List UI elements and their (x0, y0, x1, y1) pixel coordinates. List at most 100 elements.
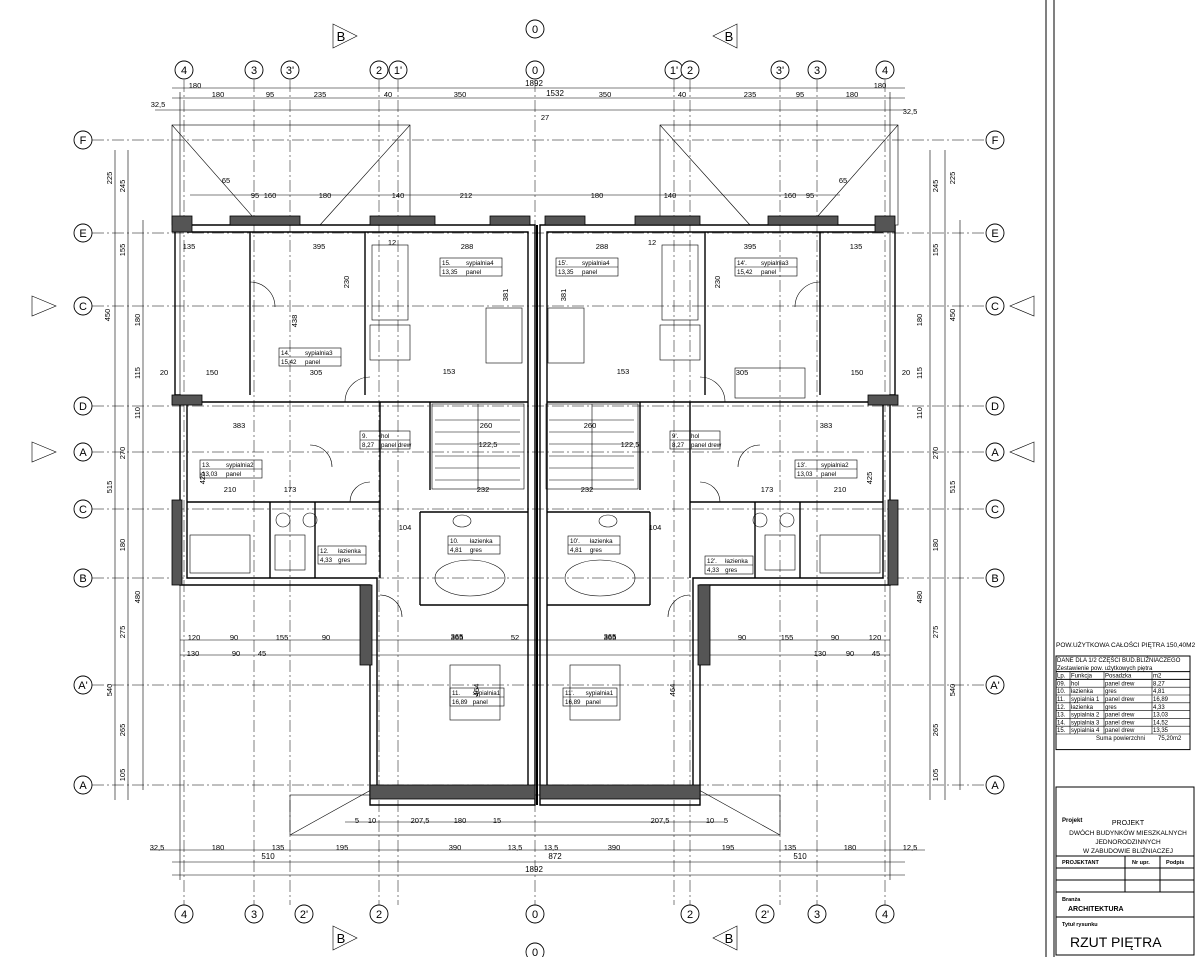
schedule-cell: 15. (1057, 728, 1066, 734)
room-name: hol (691, 433, 699, 440)
dim-label: 180 (212, 90, 225, 99)
room-name: sypialnia4 (582, 260, 610, 267)
dim-label: 15 (493, 816, 501, 825)
axis-bubble: 3' (770, 60, 790, 80)
project-line: DWÓCH BUDYNKÓW MIESZKALNYCH (1069, 828, 1187, 837)
axis-bubble: 3' (280, 60, 300, 80)
axis-bubble: A (73, 442, 93, 462)
dim-label: 40 (384, 90, 392, 99)
section-label: B (337, 931, 346, 946)
schedule-cell: 13,03 (1153, 713, 1169, 719)
axis-bubble: C (73, 499, 93, 519)
dim-label: 27 (541, 113, 549, 122)
dim-label: 515 (105, 481, 114, 494)
schedule-cell: panel drew (1105, 720, 1135, 726)
dim-bottom-left: 510 (261, 852, 275, 861)
section-marker: B (332, 925, 358, 951)
dim-label: 155 (931, 244, 940, 257)
dim-label: 173 (284, 485, 297, 494)
dim-label: 135 (784, 843, 797, 852)
room-floor: panel (305, 359, 320, 366)
axis-label: A (991, 780, 999, 792)
dim-label: 12 (388, 238, 396, 247)
dim-label: 305 (310, 368, 323, 377)
axis-bubble: 2' (755, 904, 775, 924)
dim-label: 180 (212, 843, 225, 852)
schedule-cell: 09. (1057, 681, 1066, 687)
dim-label: 425 (865, 472, 874, 485)
schedule-header: Lp. (1057, 674, 1066, 680)
dim-label: 365 (451, 632, 464, 641)
room-floor: gres (725, 567, 737, 574)
dim-label: 180 (874, 81, 887, 90)
dim-label: 180 (189, 81, 202, 90)
axis-label: D (79, 401, 87, 413)
room-area: 4,81 (570, 547, 583, 554)
room-floor: gres (470, 547, 482, 554)
dim-label: 350 (599, 90, 612, 99)
designer-header: PROJEKTANT (1062, 860, 1100, 866)
axis-label: F (992, 135, 999, 147)
axis-bubble: A' (73, 675, 93, 695)
dim-label: 381 (501, 289, 510, 302)
axis-bubble: A (985, 775, 1005, 795)
dim-label: 365 (604, 632, 617, 641)
dim-label: 288 (461, 242, 474, 251)
dim-label: 12,5 (903, 843, 918, 852)
room-floor: panel (473, 699, 488, 706)
room-number: 9'. (672, 433, 679, 440)
section-label: B (725, 29, 734, 44)
schedule-cell: 14. (1057, 720, 1066, 726)
axis-label: A' (990, 680, 999, 692)
dim-label: 390 (608, 843, 621, 852)
dim-label: 350 (454, 90, 467, 99)
dim-label: 5 (355, 816, 359, 825)
room-area: 13,03 (797, 471, 813, 478)
schedule-cell: 10. (1057, 689, 1066, 695)
dim-label: 160 (784, 191, 797, 200)
axis-label: B (79, 573, 86, 585)
dim-label: 383 (233, 421, 246, 430)
room-area: 4,33 (320, 557, 333, 564)
dim-label: 383 (820, 421, 833, 430)
room-number: 13. (202, 462, 211, 469)
room-area: 16,89 (452, 699, 468, 706)
schedule-cell: łazienka (1071, 689, 1094, 695)
dim-label: 155 (781, 633, 794, 642)
dim-label: 180 (591, 191, 604, 200)
area-panel: POW.UŻYTKOWA CAŁOŚCI PIĘTRA 150,40M2 DAN… (1055, 640, 1196, 751)
dim-label: 180 (454, 816, 467, 825)
room-floor: panel (821, 471, 836, 478)
axis-label: C (79, 301, 87, 313)
schedule-cell: gres (1105, 689, 1117, 695)
branch-label: Branża (1062, 897, 1081, 903)
dim-label: 195 (722, 843, 735, 852)
dim-label: 515 (948, 481, 957, 494)
dim-label: 232 (477, 485, 490, 494)
schedule-cell: 4,81 (1153, 689, 1165, 695)
dim-top-half: 1532 (546, 89, 564, 98)
room-name: łazienka (338, 548, 361, 555)
room-number: 13'. (797, 462, 807, 469)
dim-label: 95 (251, 191, 259, 200)
room-area: 13,35 (442, 269, 458, 276)
area-schedule-table: DANE DLA 1/2 CZĘŚCI BUD.BLIŹNIACZEGOZest… (1055, 655, 1191, 751)
room-name: sypialnia2 (226, 462, 254, 469)
axis-label: 4 (882, 65, 888, 77)
dim-label: 120 (869, 633, 882, 642)
axis-label: A (991, 447, 999, 459)
room-floor: panel drew (381, 442, 412, 449)
room-name: łazienka (470, 538, 493, 545)
schedule-cell: 12. (1057, 705, 1066, 711)
axis-bubble: 3 (807, 904, 827, 924)
dim-label: 155 (276, 633, 289, 642)
dim-label: 173 (761, 485, 774, 494)
dim-label: 140 (392, 191, 405, 200)
section-marker: 0 (525, 942, 545, 957)
drawing-title-label: Tytuł rysunku (1062, 922, 1098, 928)
dim-label: 104 (649, 523, 662, 532)
dim-label: 10 (706, 816, 714, 825)
